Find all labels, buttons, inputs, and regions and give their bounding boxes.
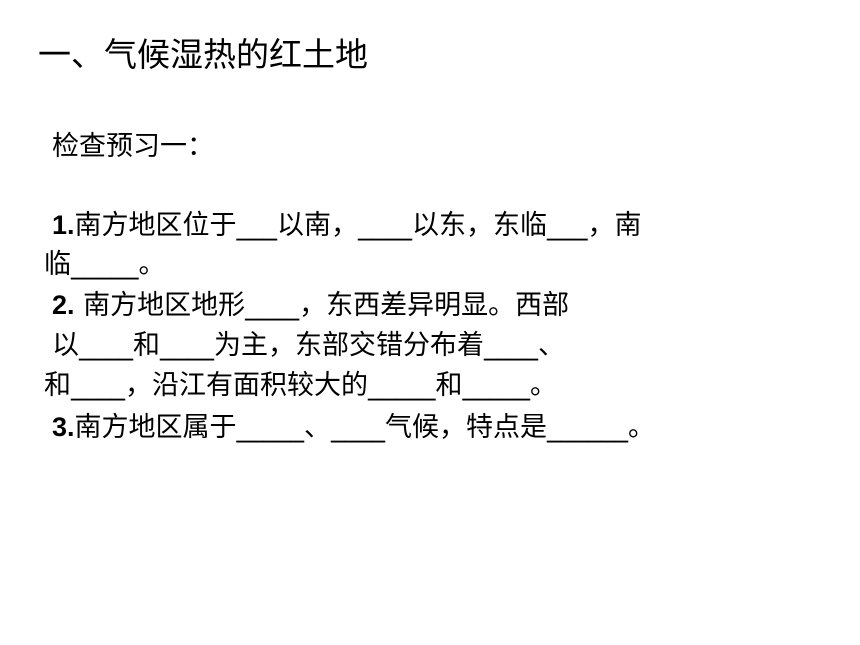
question-3-number: 3. [52, 412, 75, 442]
question-2-text-1: 南方地区地形____，东西差异明显。西部 [74, 290, 570, 321]
section-subtitle: 检查预习一： [52, 131, 214, 162]
question-1-line-2: 临_____。 [44, 249, 166, 280]
question-1-line-1: 1.南方地区位于___以南，____以东，东临___，南 [52, 206, 642, 245]
question-2-line-2: 以____和____为主，东部交错分布着____、 [52, 330, 565, 361]
question-1-text-1: 南方地区位于___以南，____以东，东临___，南 [74, 210, 642, 241]
question-3-text-1: 南方地区属于_____、____气候，特点是______。 [74, 412, 656, 443]
question-1-number: 1. [52, 210, 75, 240]
question-2-number: 2. [52, 290, 75, 320]
page-title: 一、气候湿热的红土地 [38, 35, 368, 74]
question-3-line-1: 3.南方地区属于_____、____气候，特点是______。 [52, 408, 655, 447]
question-2-line-3: 和____，沿江有面积较大的_____和_____。 [44, 370, 557, 401]
question-2-line-1: 2. 南方地区地形____，东西差异明显。西部 [52, 286, 569, 325]
